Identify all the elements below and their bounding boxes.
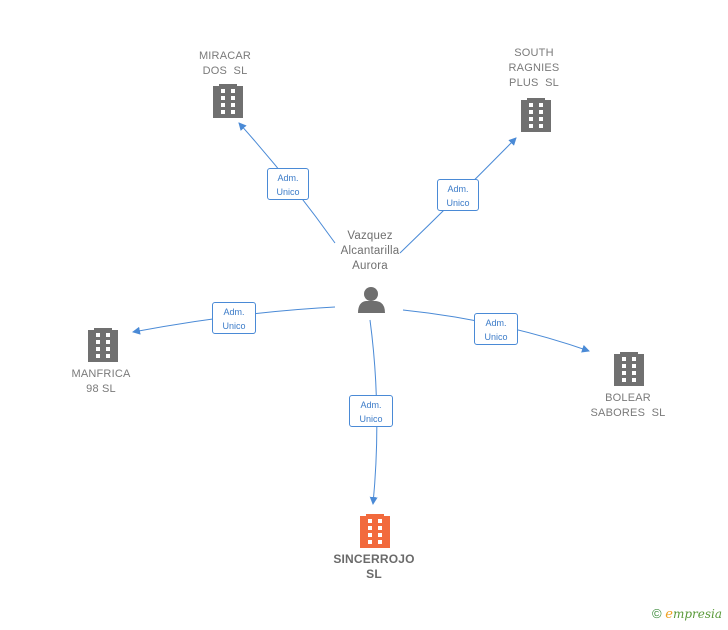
edge-label-manfrica: Adm. Unico: [212, 302, 256, 334]
edge-label-line1: Adm.: [277, 173, 299, 183]
edge-label-line1: Adm.: [223, 307, 245, 317]
edge-label-line2: Unico: [276, 187, 300, 197]
edge-label-line1: Adm.: [447, 184, 469, 194]
empresia-watermark[interactable]: © empresia: [652, 606, 722, 622]
edge-label-line2: Unico: [446, 198, 470, 208]
center-person-name[interactable]: Vazquez Alcantarilla Aurora: [340, 230, 400, 272]
edge-label-line2: Unico: [222, 321, 246, 331]
company-name-sincerrojo[interactable]: SINCERROJO SL: [333, 552, 415, 581]
edge-label-line2: Unico: [484, 332, 508, 342]
edge-label-line2: Unico: [359, 414, 383, 424]
edge-label-sincerrojo: Adm. Unico: [349, 395, 393, 427]
company-name-south[interactable]: SOUTH RAGNIES PLUS SL: [508, 47, 560, 89]
person-icon[interactable]: [358, 287, 385, 313]
building-icon-bolear[interactable]: [614, 352, 644, 386]
building-icon-manfrica[interactable]: [88, 328, 118, 362]
building-icon-south[interactable]: [521, 98, 551, 132]
company-name-miracar[interactable]: MIRACAR DOS SL: [198, 50, 252, 77]
edge-label-miracar: Adm. Unico: [267, 168, 309, 200]
company-name-bolear[interactable]: BOLEAR SABORES SL: [590, 392, 666, 419]
company-name-manfrica[interactable]: MANFRICA 98 SL: [71, 368, 131, 395]
edge-label-line1: Adm.: [485, 318, 507, 328]
edge-label-south: Adm. Unico: [437, 179, 479, 211]
brand-name: mpresia: [672, 607, 722, 621]
brand-initial: e: [665, 607, 673, 622]
copyright-icon: ©: [652, 606, 662, 621]
edge-label-bolear: Adm. Unico: [474, 313, 518, 345]
building-icon-sincerrojo[interactable]: [360, 514, 390, 548]
edge-label-line1: Adm.: [360, 400, 382, 410]
building-icon-miracar[interactable]: [213, 84, 243, 118]
